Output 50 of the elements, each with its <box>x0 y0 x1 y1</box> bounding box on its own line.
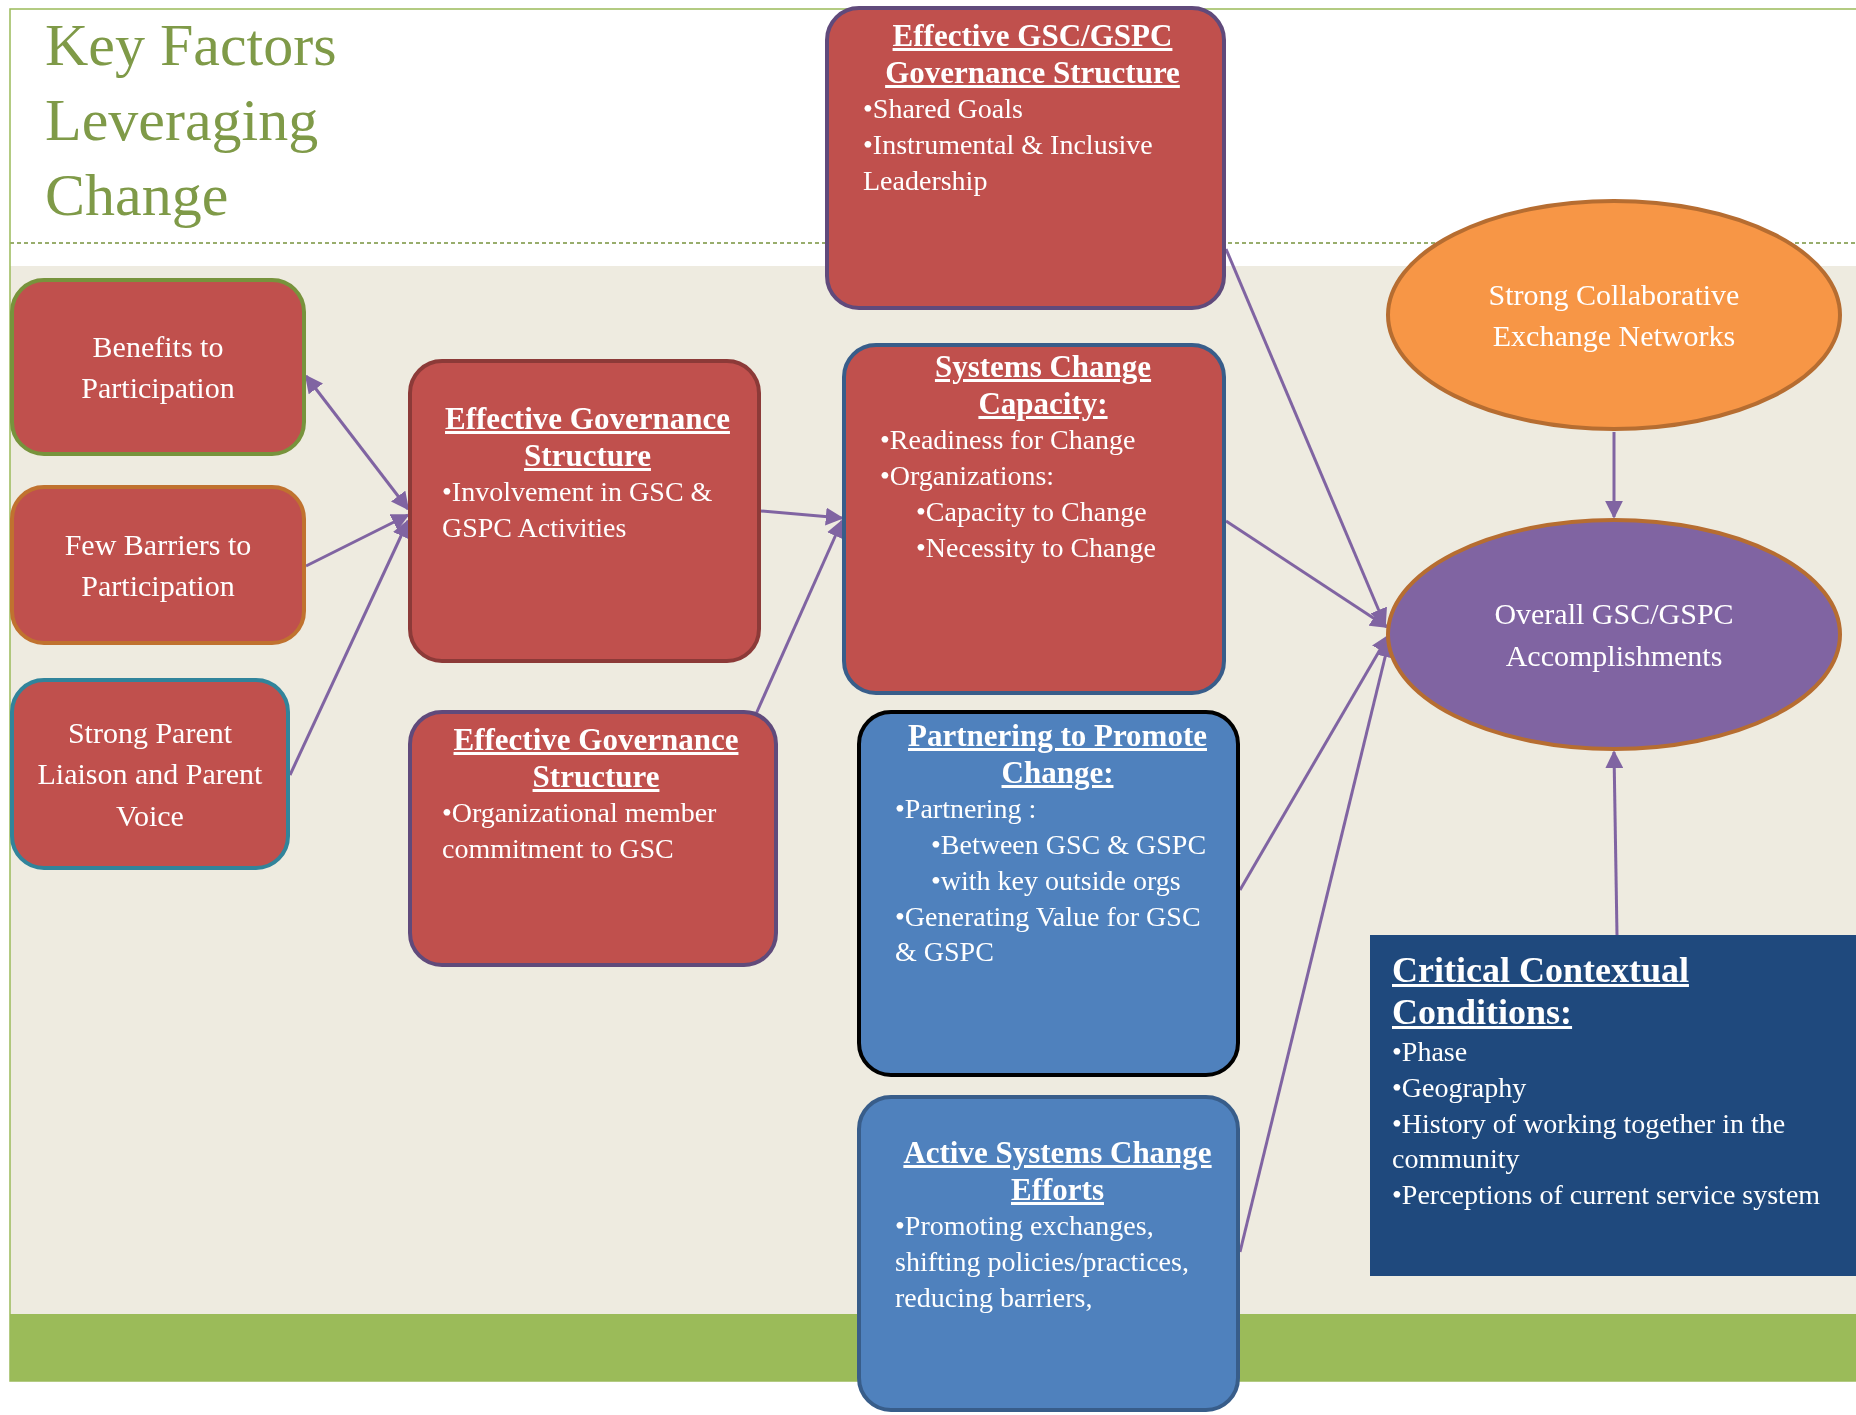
bullet-item: •Perceptions of current service system <box>1392 1178 1822 1213</box>
box-heading: Effective Governance Structure <box>444 401 731 475</box>
arrow <box>288 519 410 776</box>
box-heading: Partnering to Promote Change: <box>907 718 1208 792</box>
box-heading: Active Systems Change Efforts <box>902 1135 1213 1209</box>
rounded-box <box>408 710 778 967</box>
bullet-item: •Generating Value for GSC & GSPC <box>895 899 1202 970</box>
bullet-item: •Geography <box>1392 1070 1528 1105</box>
rounded-box <box>842 343 1226 695</box>
bullet-item: •Organizations: <box>880 459 1056 493</box>
arrow <box>305 513 410 568</box>
bullet-item: •Organizational member commitment to GSC <box>442 796 718 866</box>
bullet-item: •Shared Goals <box>863 92 1024 127</box>
rounded-box <box>408 359 761 663</box>
bullet-item: •Phase <box>1392 1034 1469 1069</box>
arrow <box>760 507 844 526</box>
rounded-box <box>857 1095 1240 1412</box>
rounded-box <box>825 6 1226 310</box>
box-heading: Effective GSC/GSPC Governance Structure <box>884 18 1181 92</box>
box-heading: Systems Change Capacity: <box>933 349 1153 423</box>
diagram-title: Key Factors Leveraging Change <box>45 11 338 230</box>
bullet-item: •Instrumental & Inclusive Leadership <box>863 128 1154 198</box>
arrow <box>1605 432 1623 519</box>
box-heading: Effective Governance Structure <box>452 722 740 796</box>
box-label: Overall GSC/GSPC Accomplishments <box>1493 596 1735 674</box>
rounded-box <box>10 485 306 645</box>
rounded-box <box>10 278 306 456</box>
box-heading: Critical Contextual Conditions: <box>1392 949 1690 1034</box>
bullet-item: •Promoting exchanges, shifting policies/practices, reducing barriers, <box>895 1209 1190 1315</box>
bullet-item: •Between GSC & GSPC <box>931 828 1208 862</box>
bullet-item: •Capacity to Change <box>916 494 1148 529</box>
rounded-box <box>10 678 290 870</box>
arrow <box>754 519 844 715</box>
box-label: Strong Collaborative Exchange Networks <box>1487 276 1741 354</box>
conditions-panel <box>1370 935 1856 1276</box>
box-label: Few Barriers to Participation <box>63 526 253 604</box>
outcome-ellipse <box>1385 517 1843 752</box>
outcome-ellipse <box>1385 198 1843 432</box>
bullet-item: •Involvement in GSC & GSPC Activities <box>442 475 714 545</box>
arrow <box>304 374 410 511</box>
bullet-item: •Necessity to Change <box>916 530 1157 565</box>
box-label: Benefits to Participation <box>80 328 236 406</box>
bullet-item: •History of working together in the community <box>1392 1106 1787 1177</box>
bullet-item: •with key outside orgs <box>931 863 1182 898</box>
bullet-item: •Readiness for Change <box>880 423 1137 458</box>
box-label: Strong Parent Liaison and Parent Voice <box>36 714 264 834</box>
rounded-box <box>857 710 1240 1077</box>
arrow <box>1605 750 1624 936</box>
arrow <box>1225 519 1389 629</box>
bullet-item: •Partnering : <box>895 792 1038 827</box>
